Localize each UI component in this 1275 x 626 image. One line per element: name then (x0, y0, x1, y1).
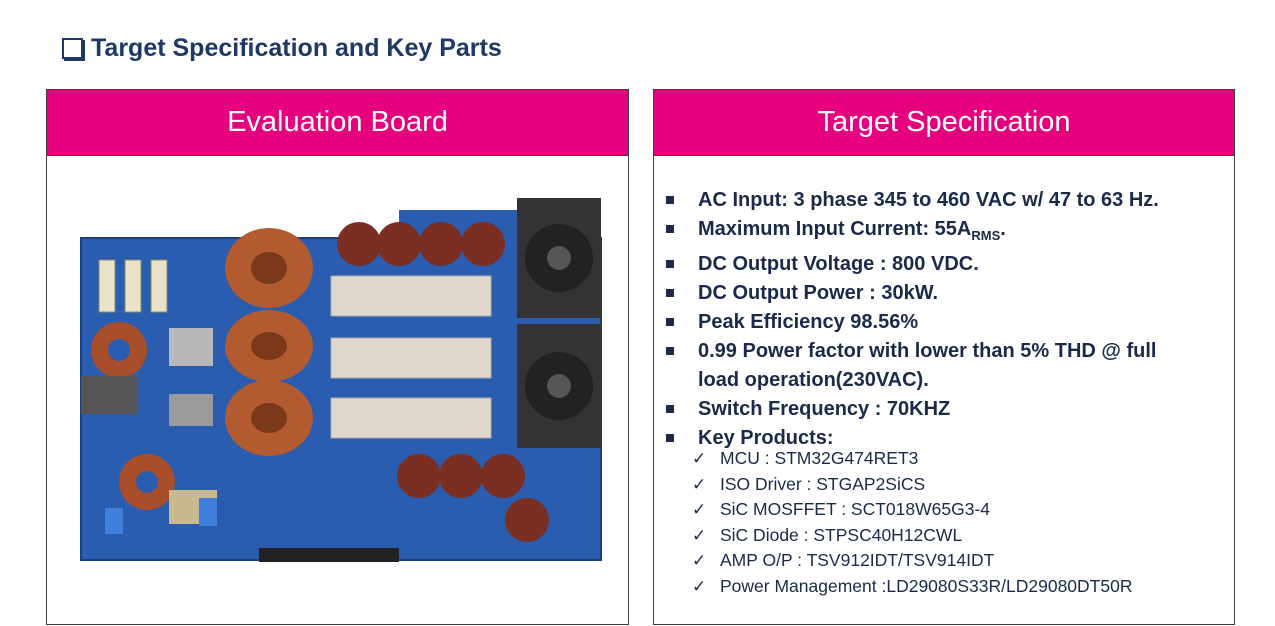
checkmark-icon: ✓ (692, 474, 707, 494)
square-bullet-icon (666, 289, 674, 297)
spec-item: 0.99 Power factor with lower than 5% THD… (666, 337, 1226, 395)
square-bullet-icon (666, 405, 674, 413)
slide-title: Target Specification and Key Parts (62, 34, 502, 63)
square-bullet-icon (666, 196, 674, 204)
key-product-item: ✓ISO Driver : STGAP2SiCS (692, 472, 1132, 498)
spec-item: DC Output Power : 30kW. (666, 279, 1226, 308)
evaluation-board-image (69, 198, 609, 583)
checkbox-icon (62, 38, 83, 59)
checkmark-icon: ✓ (692, 576, 707, 596)
checkmark-icon: ✓ (692, 449, 707, 468)
square-bullet-icon (666, 225, 674, 233)
target-specification-panel: Target Specification AC Input: 3 phase 3… (653, 89, 1235, 625)
spec-item: Maximum Input Current: 55ARMS. (666, 215, 1226, 250)
checkmark-icon: ✓ (692, 500, 707, 519)
key-products-list: ✓MCU : STM32G474RET3 ✓ISO Driver : STGAP… (692, 446, 1132, 599)
slide-title-text: Target Specification and Key Parts (91, 34, 502, 62)
square-bullet-icon (666, 260, 674, 268)
evaluation-board-header: Evaluation Board (47, 90, 628, 156)
spec-item: AC Input: 3 phase 345 to 460 VAC w/ 47 t… (666, 186, 1226, 215)
target-specification-header: Target Specification (654, 90, 1234, 156)
evaluation-board-panel: Evaluation Board (46, 89, 629, 625)
spec-item: Switch Frequency : 70KHZ (666, 395, 1226, 424)
spec-item: Peak Efficiency 98.56% (666, 308, 1226, 337)
key-product-item: ✓MCU : STM32G474RET3 (692, 446, 1132, 472)
key-product-item: ✓SiC MOSFFET : SCT018W65G3-4 (692, 497, 1132, 523)
key-product-item: ✓SiC Diode : STPSC40H12CWL (692, 523, 1132, 549)
spec-item: DC Output Voltage : 800 VDC. (666, 250, 1226, 279)
square-bullet-icon (666, 347, 674, 355)
checkmark-icon: ✓ (692, 551, 707, 570)
square-bullet-icon (666, 318, 674, 326)
key-product-item: ✓AMP O/P : TSV912IDT/TSV914IDT (692, 548, 1132, 574)
checkmark-icon: ✓ (692, 525, 707, 545)
fuses (98, 259, 168, 313)
spec-list: AC Input: 3 phase 345 to 460 VAC w/ 47 t… (666, 186, 1226, 453)
key-product-item: ✓Power Management :LD29080S33R/LD29080DT… (692, 574, 1132, 600)
square-bullet-icon (666, 434, 674, 442)
spec-item: Key Products: (666, 424, 1226, 453)
